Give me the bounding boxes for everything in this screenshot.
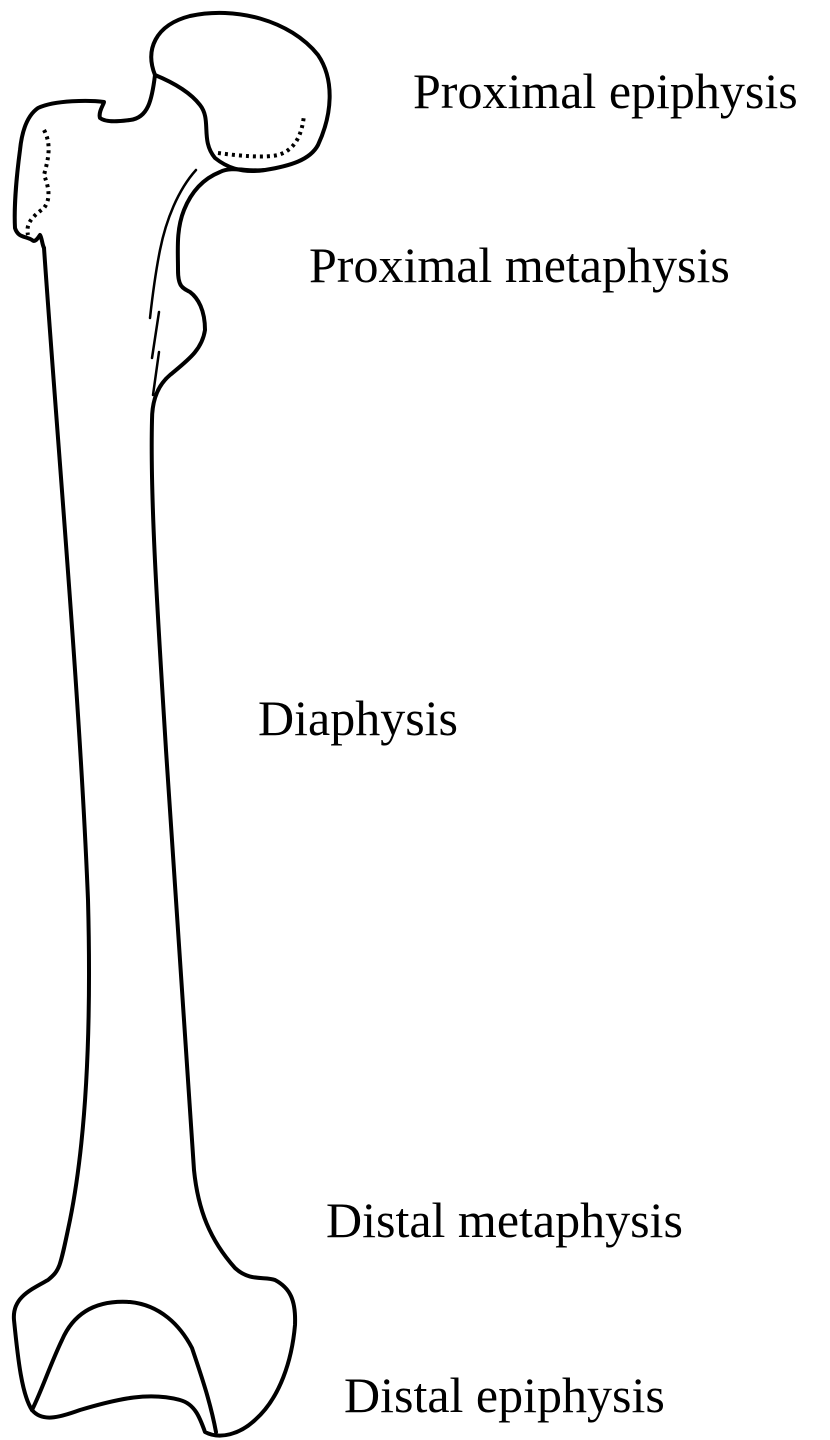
intertrochanteric-line [150, 170, 196, 318]
intertrochanteric-line-segment-1 [152, 312, 159, 358]
greater-trochanter-outline [15, 75, 155, 248]
proximal-growth-plate-trochanter [27, 130, 48, 235]
distal-condyle-outline [32, 169, 295, 1435]
label-proximal-epiphysis: Proximal epiphysis [413, 63, 798, 119]
femoral-head-outline [151, 13, 329, 171]
label-diaphysis: Diaphysis [258, 690, 458, 746]
proximal-growth-plate-head [218, 115, 304, 156]
label-proximal-metaphysis: Proximal metaphysis [309, 237, 730, 293]
lateral-shaft-outline [14, 248, 89, 1410]
label-distal-epiphysis: Distal epiphysis [344, 1367, 665, 1423]
intercondylar-notch-outline [32, 1302, 216, 1432]
label-distal-metaphysis: Distal metaphysis [326, 1192, 683, 1248]
